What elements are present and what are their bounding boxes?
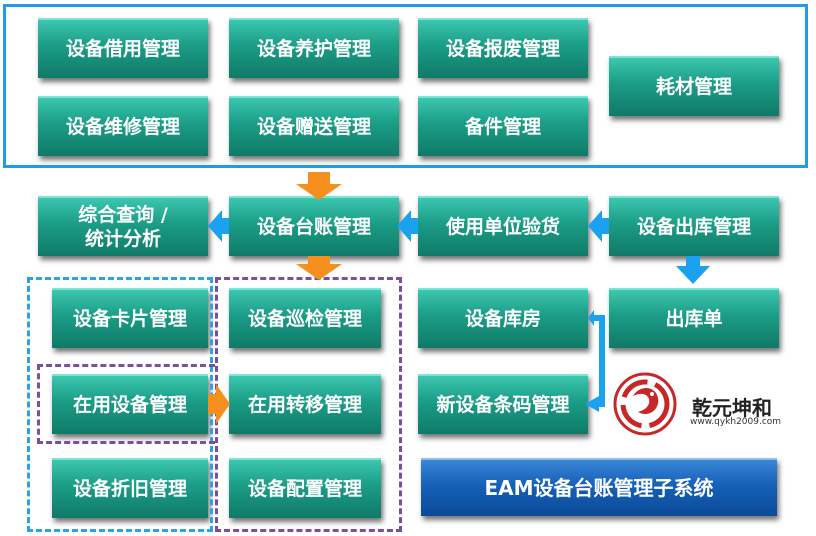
orange-down-arrow-ledger (296, 256, 342, 280)
outbound-order-box: 出库单 (609, 288, 779, 348)
module-box-consumables: 耗材管理 (609, 56, 779, 116)
blue-left-arrow-acceptance (588, 210, 609, 242)
barcode-box: 新设备条码管理 (418, 374, 588, 434)
blue-left-arrow-ledger (397, 210, 418, 242)
query-stats-line-1: 综合查询 / (78, 204, 168, 226)
logo-url: www.qykh2009.com (690, 417, 782, 427)
module-box-spare-parts: 备件管理 (418, 96, 588, 156)
card-box: 设备卡片管理 (52, 288, 208, 348)
warehouse-box: 设备库房 (418, 288, 588, 348)
depreciation-box: 设备折旧管理 (52, 458, 208, 518)
logo-name: 乾元坤和 (692, 396, 772, 420)
top-modules-frame (3, 4, 808, 168)
transfer-box: 在用转移管理 (229, 374, 381, 434)
blue-left-arrow-barcode (585, 396, 599, 412)
query-stats-line-2: 统计分析 (84, 228, 161, 250)
blue-left-arrow-warehouse (588, 310, 594, 326)
module-box-donation: 设备赠送管理 (229, 96, 399, 156)
config-box: 设备配置管理 (229, 458, 381, 518)
orange-right-arrow (208, 384, 230, 424)
purple-dashed-group-left (37, 364, 215, 444)
module-box-maintenance: 设备养护管理 (229, 18, 399, 78)
module-box-scrap: 设备报废管理 (418, 18, 588, 78)
outbound-box: 设备出库管理 (609, 196, 779, 256)
dragon-logo-icon (613, 372, 677, 436)
inspection-box: 设备巡检管理 (229, 288, 381, 348)
query-stats-box: 综合查询 / 统计分析 (38, 196, 208, 256)
ledger-box: 设备台账管理 (229, 196, 399, 256)
blue-down-arrow-order (676, 256, 710, 284)
blue-left-arrow-query (208, 210, 229, 242)
orange-down-arrow-top (296, 172, 342, 200)
system-title-box: EAM设备台账管理子系统 (421, 458, 777, 516)
blue-connector-line (590, 315, 605, 407)
module-box-borrow: 设备借用管理 (38, 18, 208, 78)
in-use-box: 在用设备管理 (52, 374, 208, 434)
module-box-repair: 设备维修管理 (38, 96, 208, 156)
acceptance-box: 使用单位验货 (418, 196, 588, 256)
